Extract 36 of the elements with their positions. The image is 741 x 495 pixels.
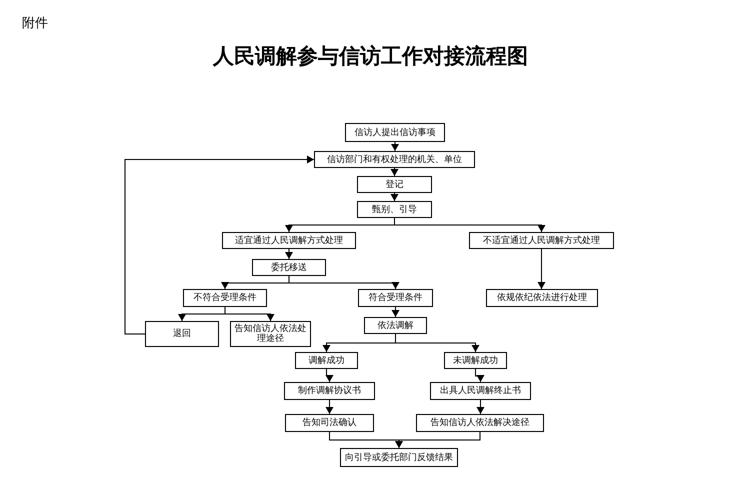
arrow (390, 192, 398, 202)
process-box: 告知信访人依法解决途径 (416, 414, 544, 432)
process-box: 退回 (145, 321, 219, 347)
process-box: 甄别、引导 (357, 201, 432, 218)
process-box: 符合受理条件 (358, 289, 433, 307)
arrow (326, 368, 334, 382)
arrow (395, 432, 480, 448)
arrow (475, 368, 484, 382)
arrow (538, 248, 546, 290)
attachment-label: 附件 (22, 15, 48, 32)
process-box: 调解成功 (295, 352, 358, 369)
process-box: 委托移送 (252, 259, 326, 276)
process-box: 不符合受理条件 (183, 289, 267, 307)
process-box: 适宜通过人民调解方式处理 (222, 232, 356, 249)
process-box: 信访人提出信访事项 (345, 123, 445, 142)
arrow (124, 156, 314, 334)
title: 人民调解参与信访工作对接流程图 (212, 42, 529, 70)
arrow (390, 168, 398, 176)
process-box: 登记 (357, 176, 432, 193)
process-box: 不适宜通过人民调解方式处理 (469, 232, 614, 249)
process-box: 依规依纪依法进行处理 (486, 289, 598, 307)
process-box: 制作调解协议书 (284, 382, 375, 400)
arrow (326, 400, 334, 414)
arrow (392, 306, 400, 318)
arrow (391, 142, 399, 152)
process-box: 向引导或委托部门反馈结果 (340, 448, 458, 467)
process-box: 告知信访人依法处理途径 (230, 321, 311, 347)
arrow (394, 218, 546, 232)
arrow (395, 334, 480, 352)
process-box: 未调解成功 (444, 352, 507, 369)
process-box: 出具人民调解终止书 (430, 382, 531, 400)
process-box: 告知司法确认 (285, 414, 374, 432)
process-box: 信访部门和有权处理的机关、单位 (314, 151, 475, 168)
arrow (285, 248, 293, 260)
process-box: 依法调解 (364, 317, 427, 334)
arrow (476, 400, 484, 414)
